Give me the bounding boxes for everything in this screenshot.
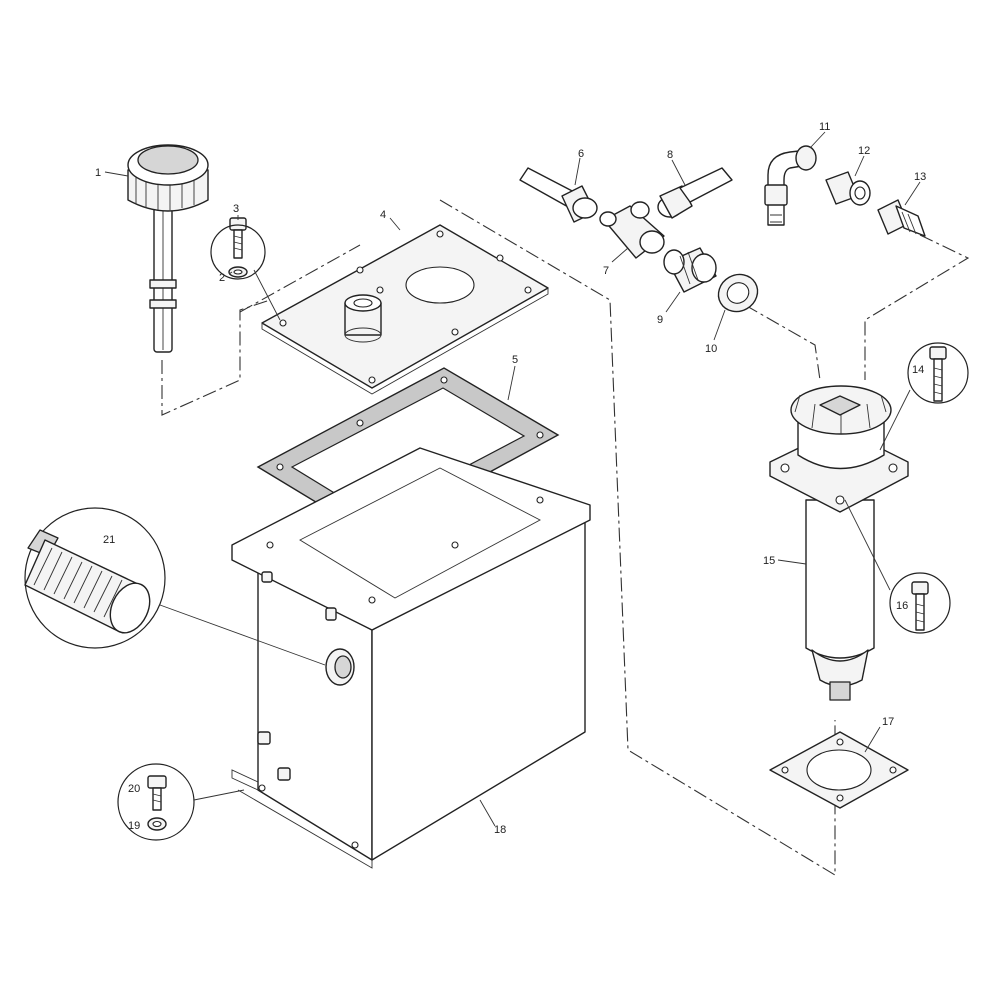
part-13-connector	[877, 199, 926, 237]
callout-labels: 1 2 3 4 5 6 7 8 9 10 11 12 13 14 15 16 1…	[95, 121, 926, 836]
callout-14: 14	[912, 364, 924, 376]
callout-8: 8	[667, 149, 673, 161]
part-15-filter	[769, 385, 909, 701]
callout-4: 4	[380, 209, 386, 221]
callout-17: 17	[882, 716, 894, 728]
callout-7: 7	[603, 265, 609, 277]
callout-13: 13	[914, 171, 926, 183]
part-20-bolt	[117, 763, 195, 841]
callout-18: 18	[494, 824, 506, 836]
callout-3: 3	[233, 203, 239, 215]
callout-11: 11	[819, 121, 830, 133]
part-14-bolt	[907, 342, 969, 404]
callout-5: 5	[512, 354, 518, 366]
assembly-line-plate-left	[239, 244, 361, 313]
callout-1: 1	[95, 167, 101, 179]
part-17-mounting-gasket	[769, 731, 909, 809]
assembly-line-fittings	[864, 234, 970, 380]
callout-9: 9	[657, 314, 663, 326]
callout-2: 2	[219, 272, 225, 284]
part-1-dipstick-cap	[127, 144, 209, 353]
assembly-line-tank-right	[439, 199, 836, 876]
callout-12: 12	[858, 145, 870, 157]
part-9-adapter	[663, 247, 717, 293]
part-11-elbow	[764, 145, 817, 226]
part-4-cover-plate	[261, 224, 549, 395]
part-6-hose-fitting	[519, 167, 598, 223]
callout-16: 16	[896, 600, 908, 612]
part-12-union	[825, 171, 871, 206]
detail-circle-2-3	[210, 224, 266, 280]
part-7-tee-fitting	[599, 201, 665, 259]
part-16-bolt	[889, 572, 951, 634]
assembly-line-dipstick	[161, 299, 271, 416]
part-21-strainer	[24, 507, 166, 649]
assembly-line-seal	[744, 304, 821, 381]
leader-lines	[104, 131, 921, 827]
part-10-seal-ring	[717, 273, 759, 313]
callout-6: 6	[578, 148, 584, 160]
part-19-washer	[147, 817, 167, 831]
part-2-washer	[228, 266, 248, 278]
part-3-bolt	[229, 217, 247, 259]
part-18-tank	[231, 447, 591, 869]
part-8-hose-fitting	[657, 167, 733, 219]
callout-21: 21	[103, 534, 115, 546]
callout-19: 19	[128, 820, 140, 832]
callout-10: 10	[705, 343, 717, 355]
callout-20: 20	[128, 783, 140, 795]
callout-15: 15	[763, 555, 775, 567]
